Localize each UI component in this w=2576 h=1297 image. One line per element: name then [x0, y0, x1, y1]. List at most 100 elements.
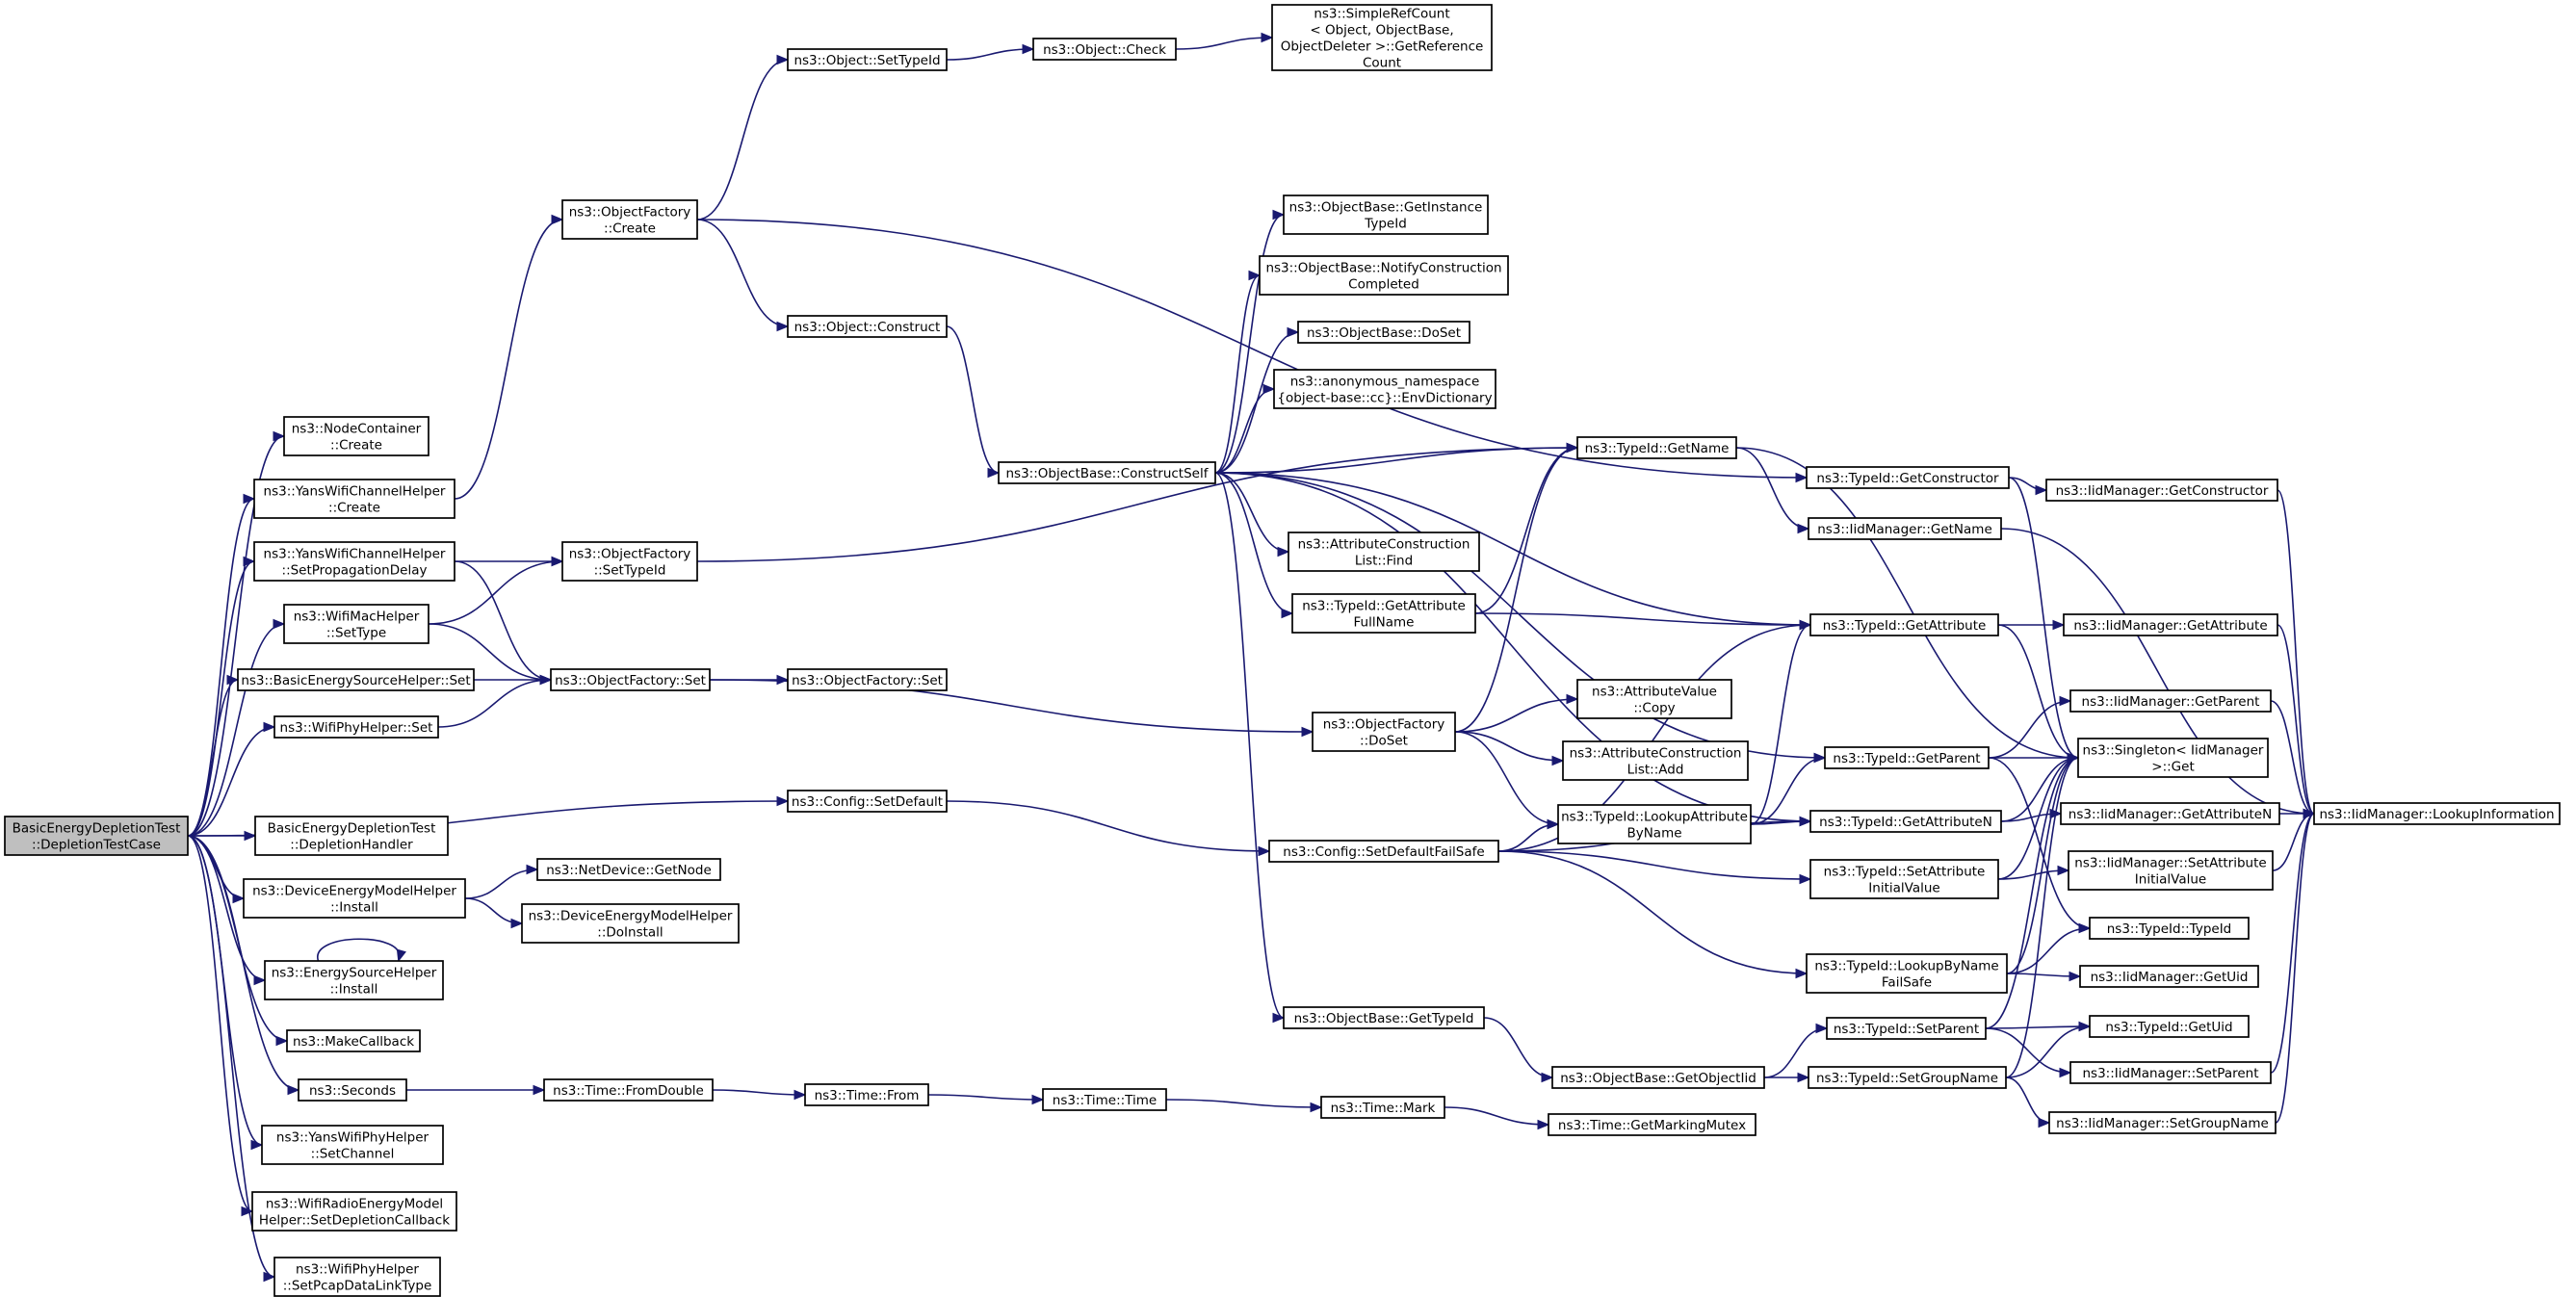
- node-box[interactable]: [253, 541, 455, 582]
- node-energysrc_install[interactable]: ns3::EnergySourceHelper::Install: [264, 960, 444, 1000]
- node-iid_lookupinfo[interactable]: ns3::IidManager::LookupInformation: [2313, 802, 2561, 825]
- node-singleton_get[interactable]: ns3::Singleton< IidManager>::Get: [2077, 738, 2269, 778]
- node-iid_setgroupname[interactable]: ns3::IidManager::SetGroupName: [2048, 1111, 2277, 1134]
- node-box[interactable]: [998, 461, 1216, 484]
- node-box[interactable]: [2079, 965, 2259, 988]
- node-config_setdefault[interactable]: ns3::Config::SetDefault: [787, 790, 948, 813]
- node-box[interactable]: [1809, 810, 2002, 833]
- node-yanschan_setprop[interactable]: ns3::YansWifiChannelHelper::SetPropagati…: [253, 541, 455, 582]
- node-box[interactable]: [543, 1078, 714, 1102]
- node-box[interactable]: [550, 668, 711, 691]
- node-box[interactable]: [4, 816, 189, 856]
- node-box[interactable]: [2069, 1061, 2272, 1084]
- node-time_getmarkingmutex[interactable]: ns3::Time::GetMarkingMutex: [1548, 1113, 1756, 1136]
- node-wifiradio_setdepl[interactable]: ns3::WifiRadioEnergyModelHelper::SetDepl…: [251, 1191, 457, 1232]
- node-box[interactable]: [1283, 1006, 1485, 1029]
- node-box[interactable]: [536, 858, 721, 881]
- node-box[interactable]: [1042, 1088, 1167, 1111]
- node-box[interactable]: [254, 816, 449, 856]
- node-iid_getparent[interactable]: ns3::IidManager::GetParent: [2069, 689, 2272, 713]
- node-objbase_notify[interactable]: ns3::ObjectBase::NotifyConstructionCompl…: [1259, 255, 1509, 296]
- node-time_mark[interactable]: ns3::Time::Mark: [1320, 1096, 1445, 1119]
- node-box[interactable]: [2089, 1015, 2250, 1038]
- node-devenergy_doinstall[interactable]: ns3::DeviceEnergyModelHelper::DoInstall: [521, 903, 740, 944]
- node-box[interactable]: [561, 199, 698, 240]
- node-attrvalue_copy[interactable]: ns3::AttributeValue::Copy: [1576, 679, 1732, 719]
- node-box[interactable]: [1557, 804, 1752, 844]
- node-object_construct[interactable]: ns3::Object::Construct: [787, 315, 948, 338]
- node-box[interactable]: [1283, 195, 1489, 235]
- node-depletionhandler[interactable]: BasicEnergyDepletionTest::DepletionHandl…: [254, 816, 449, 856]
- node-makecallback[interactable]: ns3::MakeCallback: [286, 1029, 421, 1052]
- node-box[interactable]: [253, 479, 455, 519]
- node-typeid_getconstructor[interactable]: ns3::TypeId::GetConstructor: [1806, 466, 2010, 489]
- node-wifiphy_setpcap[interactable]: ns3::WifiPhyHelper::SetPcapDataLinkType: [273, 1257, 441, 1297]
- node-iid_getuid[interactable]: ns3::IidManager::GetUid: [2079, 965, 2259, 988]
- node-box[interactable]: [1288, 532, 1480, 572]
- node-typeid_setparent[interactable]: ns3::TypeId::SetParent: [1826, 1017, 1987, 1040]
- node-object_settypeid[interactable]: ns3::Object::SetTypeId: [787, 48, 948, 71]
- node-time_fromdouble[interactable]: ns3::Time::FromDouble: [543, 1078, 714, 1102]
- node-box[interactable]: [2068, 850, 2274, 891]
- node-basicenergy_set[interactable]: ns3::BasicEnergySourceHelper::Set: [237, 668, 475, 691]
- node-box[interactable]: [1808, 517, 2002, 540]
- node-simplerefcount[interactable]: ns3::SimpleRefCount< Object, ObjectBase,…: [1271, 4, 1493, 71]
- node-objfactory_create[interactable]: ns3::ObjectFactory::Create: [561, 199, 698, 240]
- node-box[interactable]: [1271, 4, 1493, 71]
- node-box[interactable]: [1291, 593, 1476, 634]
- node-time_from[interactable]: ns3::Time::From: [804, 1083, 929, 1106]
- node-typeid_getparent[interactable]: ns3::TypeId::GetParent: [1824, 746, 1990, 769]
- node-box[interactable]: [286, 1029, 421, 1052]
- node-box[interactable]: [1273, 369, 1496, 409]
- node-yansphy_setchannel[interactable]: ns3::YansWifiPhyHelper::SetChannel: [261, 1125, 444, 1165]
- node-box[interactable]: [1576, 436, 1737, 459]
- node-yanschan_create[interactable]: ns3::YansWifiChannelHelper::Create: [253, 479, 455, 519]
- node-box[interactable]: [804, 1083, 929, 1106]
- node-box[interactable]: [1268, 840, 1499, 863]
- node-box[interactable]: [264, 960, 444, 1000]
- node-objfactory_settypeid[interactable]: ns3::ObjectFactory::SetTypeId: [561, 541, 698, 582]
- node-seconds[interactable]: ns3::Seconds: [298, 1078, 407, 1102]
- node-objfactory_set2[interactable]: ns3::ObjectFactory::Set: [787, 668, 948, 691]
- node-box[interactable]: [1808, 1066, 2007, 1089]
- node-box[interactable]: [1806, 953, 2008, 994]
- node-box[interactable]: [1576, 679, 1732, 719]
- node-box[interactable]: [2060, 802, 2280, 825]
- node-netdevice_getnode[interactable]: ns3::NetDevice::GetNode: [536, 858, 721, 881]
- node-box[interactable]: [261, 1125, 444, 1165]
- node-object_check[interactable]: ns3::Object::Check: [1032, 38, 1177, 61]
- node-box[interactable]: [2077, 738, 2269, 778]
- node-box[interactable]: [2069, 689, 2272, 713]
- node-typeid_getattribute[interactable]: ns3::TypeId::GetAttribute: [1809, 613, 1999, 636]
- node-box[interactable]: [2313, 802, 2561, 825]
- node-box[interactable]: [787, 315, 948, 338]
- node-typeid_setgroupname[interactable]: ns3::TypeId::SetGroupName: [1808, 1066, 2007, 1089]
- node-typeid_getname[interactable]: ns3::TypeId::GetName: [1576, 436, 1737, 459]
- node-anon_envdict[interactable]: ns3::anonymous_namespace{object-base::cc…: [1273, 369, 1496, 409]
- node-objbase_constructself[interactable]: ns3::ObjectBase::ConstructSelf: [998, 461, 1216, 484]
- node-box[interactable]: [273, 715, 439, 739]
- node-box[interactable]: [1562, 740, 1749, 781]
- node-box[interactable]: [1320, 1096, 1445, 1119]
- node-box[interactable]: [298, 1078, 407, 1102]
- node-typeid_getattributen[interactable]: ns3::TypeId::GetAttributeN: [1809, 810, 2002, 833]
- node-iid_getconstructor[interactable]: ns3::IidManager::GetConstructor: [2045, 479, 2278, 502]
- node-iid_getattribute[interactable]: ns3::IidManager::GetAttribute: [2063, 613, 2278, 636]
- node-box[interactable]: [1809, 613, 1999, 636]
- node-iid_setattrinit[interactable]: ns3::IidManager::SetAttributeInitialValu…: [2068, 850, 2274, 891]
- node-typeid_getuid[interactable]: ns3::TypeId::GetUid: [2089, 1015, 2250, 1038]
- node-box[interactable]: [273, 1257, 441, 1297]
- node-box[interactable]: [1824, 746, 1990, 769]
- node-config_setdefaultfailsafe[interactable]: ns3::Config::SetDefaultFailSafe: [1268, 840, 1499, 863]
- node-box[interactable]: [243, 878, 466, 919]
- node-box[interactable]: [1806, 466, 2010, 489]
- node-iid_setparent[interactable]: ns3::IidManager::SetParent: [2069, 1061, 2272, 1084]
- node-devenergy_install[interactable]: ns3::DeviceEnergyModelHelper::Install: [243, 878, 466, 919]
- node-box[interactable]: [1809, 859, 1999, 899]
